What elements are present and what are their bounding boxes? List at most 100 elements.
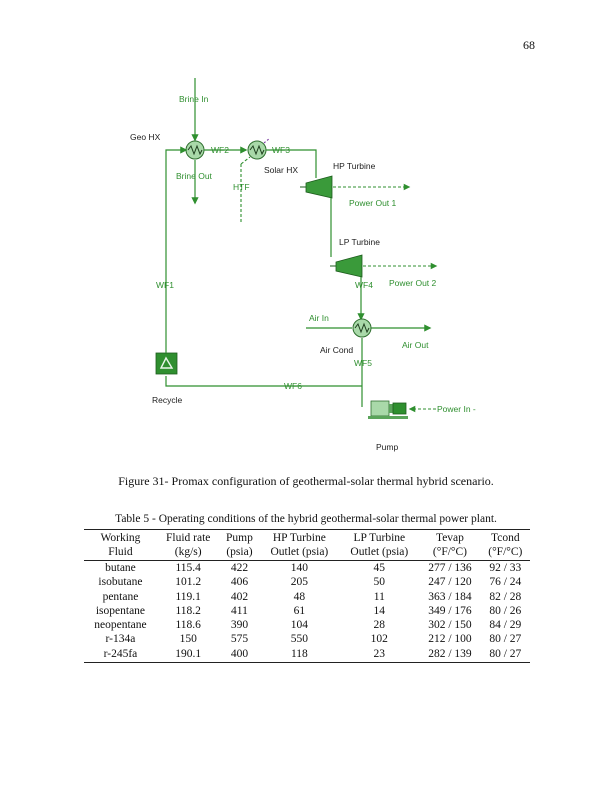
header-cell: HP Turbine xyxy=(259,529,340,545)
header-cell: Fluid rate xyxy=(156,529,220,545)
table-cell: 406 xyxy=(230,576,249,589)
label-wf2: WF2 xyxy=(211,145,229,155)
table-cell: 102 xyxy=(370,633,388,646)
table-cell: 422 xyxy=(230,562,249,574)
wf3-stream xyxy=(266,149,317,178)
label-lp-turbine: LP Turbine xyxy=(339,237,380,247)
air-cond-icon[interactable] xyxy=(352,318,372,338)
table-cell: 23 xyxy=(339,646,420,664)
operating-conditions-table: Working Fluid rate Pump HP Turbine LP Tu… xyxy=(84,529,530,664)
label-wf3: WF3 xyxy=(272,145,290,155)
label-pump: Pump xyxy=(376,442,398,452)
table-cell: 82 / 28 xyxy=(489,590,522,603)
header-cell: Tcond xyxy=(480,529,530,545)
table-cell: 411 xyxy=(231,604,248,617)
table-row: r-245fa 190.1 400 118 23 282 / 139 80 / … xyxy=(84,646,530,664)
table-cell: 190.1 xyxy=(156,646,220,664)
table-cell: 140 xyxy=(290,562,308,574)
table-cell: 390 xyxy=(230,619,249,632)
table-cell: pentane xyxy=(102,590,139,603)
table-cell: r-245fa xyxy=(84,646,157,664)
table-row: butane 115.4 422 140 45 277 / 136 92 / 3… xyxy=(84,561,530,576)
table-cell: 247 / 120 xyxy=(428,576,472,589)
table-cell: 115.4 xyxy=(175,562,201,574)
label-solar-hx: Solar HX xyxy=(264,165,298,175)
table-header-row-1: Working Fluid rate Pump HP Turbine LP Tu… xyxy=(84,529,530,545)
table-cell: 28 xyxy=(373,619,386,632)
label-brine-out: Brine Out xyxy=(176,171,213,181)
table-cell: 11 xyxy=(373,590,385,603)
table-row: isopentane 118.2 411 61 14 349 / 176 80 … xyxy=(84,604,530,618)
page-number: 68 xyxy=(523,38,535,52)
table-cell: 80 / 27 xyxy=(480,646,530,664)
table-row: pentane 119.1 402 48 11 363 / 184 82 / 2… xyxy=(84,590,530,604)
label-brine-in: Brine In xyxy=(179,94,209,104)
solar-hx-icon[interactable] xyxy=(247,140,267,160)
table-cell: 92 / 33 xyxy=(489,562,522,574)
hp-turbine-icon[interactable] xyxy=(300,175,333,199)
table-cell: 400 xyxy=(219,646,260,664)
process-flow-diagram: Brine In Geo HX WF2 WF3 Brine Out Solar … xyxy=(130,78,476,452)
label-recycle: Recycle xyxy=(152,395,183,405)
header-cell: (psia) xyxy=(219,545,260,561)
table-cell: 48 xyxy=(293,590,306,603)
table-cell: butane xyxy=(105,562,136,574)
table-cell: 61 xyxy=(293,604,306,617)
table-cell: 76 / 24 xyxy=(489,576,522,589)
table-cell: 80 / 26 xyxy=(489,604,522,617)
header-cell: Outlet (psia) xyxy=(259,545,340,561)
header-cell: (°F/°C) xyxy=(480,545,530,561)
label-geo-hx: Geo HX xyxy=(130,132,161,142)
label-power-out-2: Power Out 2 xyxy=(389,278,437,288)
table-caption: Table 5 - Operating conditions of the hy… xyxy=(115,513,497,525)
table-cell: 104 xyxy=(290,619,308,632)
table-cell: 575 xyxy=(230,633,249,646)
label-wf1: WF1 xyxy=(156,280,174,290)
table-row: neopentane 118.6 390 104 28 302 / 150 84… xyxy=(84,618,530,632)
label-power-out-1: Power Out 1 xyxy=(349,198,397,208)
table-cell: 302 / 150 xyxy=(428,619,472,632)
table-cell: 50 xyxy=(373,576,386,589)
label-wf4: WF4 xyxy=(355,280,373,290)
table-header-row-2: Fluid (kg/s) (psia) Outlet (psia) Outlet… xyxy=(84,545,530,561)
label-htf: HTF xyxy=(233,182,250,192)
label-air-cond: Air Cond xyxy=(320,345,353,355)
label-hp-turbine: HP Turbine xyxy=(333,161,376,171)
header-cell: Tevap xyxy=(419,529,481,545)
label-wf6: WF6 xyxy=(284,381,302,391)
table-cell: r-134a xyxy=(105,633,136,646)
table-cell: 282 / 139 xyxy=(419,646,481,664)
table-cell: 212 / 100 xyxy=(428,633,472,646)
table-cell: 118.6 xyxy=(175,619,201,632)
lp-turbine-icon[interactable] xyxy=(330,254,363,278)
figure-caption: Figure 31- Promax configuration of geoth… xyxy=(118,474,494,488)
table-cell: 277 / 136 xyxy=(428,562,472,574)
header-cell: Working xyxy=(84,529,157,545)
header-cell: LP Turbine xyxy=(339,529,420,545)
header-cell: Outlet (psia) xyxy=(339,545,420,561)
label-power-in: Power In - xyxy=(437,404,476,414)
recycle-icon[interactable] xyxy=(155,352,178,375)
label-air-out: Air Out xyxy=(402,340,429,350)
table-cell: 45 xyxy=(373,562,386,574)
table-cell: isopentane xyxy=(95,604,146,617)
wf6-stream xyxy=(165,376,362,387)
header-cell: (°F/°C) xyxy=(419,545,481,561)
table-cell: 150 xyxy=(179,633,197,646)
table-cell: 118 xyxy=(259,646,340,664)
table-cell: 402 xyxy=(230,590,249,603)
table-cell: neopentane xyxy=(94,619,147,632)
table-cell: 14 xyxy=(373,604,386,617)
wf1-stream xyxy=(165,146,188,353)
table-cell: 118.2 xyxy=(175,604,201,617)
label-wf5: WF5 xyxy=(354,358,372,368)
label-air-in: Air In xyxy=(309,313,329,323)
pump-icon[interactable] xyxy=(368,400,408,419)
table-cell: 363 / 184 xyxy=(428,590,472,603)
table-cell: 119.1 xyxy=(175,590,201,603)
table-cell: isobutane xyxy=(98,576,143,589)
table-row: isobutane 101.2 406 205 50 247 / 120 76 … xyxy=(84,575,530,589)
table-cell: 550 xyxy=(290,633,308,646)
geo-hx-icon[interactable] xyxy=(185,140,205,160)
table-cell: 349 / 176 xyxy=(428,604,472,617)
